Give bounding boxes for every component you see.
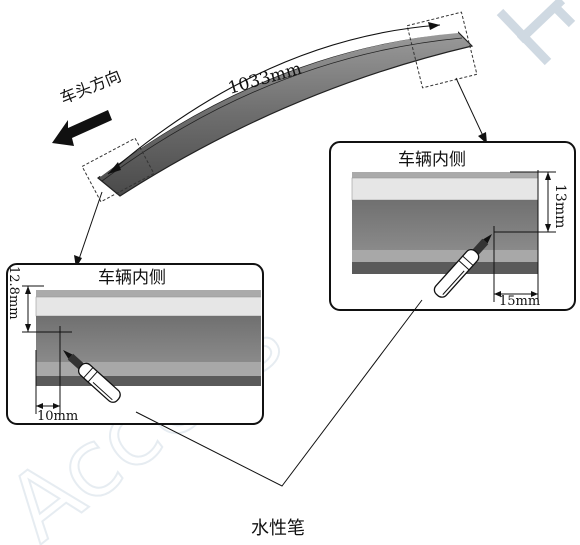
watermark-h-mark [496,0,576,66]
left-leader-line [77,191,103,263]
right-leader-line [455,77,485,139]
direction-arrow [52,110,112,146]
left-detail-box: 车辆内侧 12.8mm 10mm [6,263,264,425]
left-horizontal-dim: 10mm [37,409,78,424]
direction-label: 车头方向 [57,66,123,108]
right-pen [433,234,492,298]
right-detail-box: 车辆内侧 13mm 15mm [329,141,576,311]
left-vertical-dim: 12.8mm [6,266,21,320]
left-detail-title: 车辆内侧 [98,268,166,288]
right-end-dashed-box [406,11,478,89]
pen-label: 水性笔 [251,518,305,539]
right-horizontal-dim: 15mm [499,294,540,309]
length-dimension [107,22,441,175]
right-vertical-dim: 13mm [552,184,568,228]
left-end-dashed-box [81,137,155,203]
left-pen [63,350,121,403]
pen-callout-lines [135,299,423,487]
right-detail-title: 车辆内侧 [398,150,466,170]
